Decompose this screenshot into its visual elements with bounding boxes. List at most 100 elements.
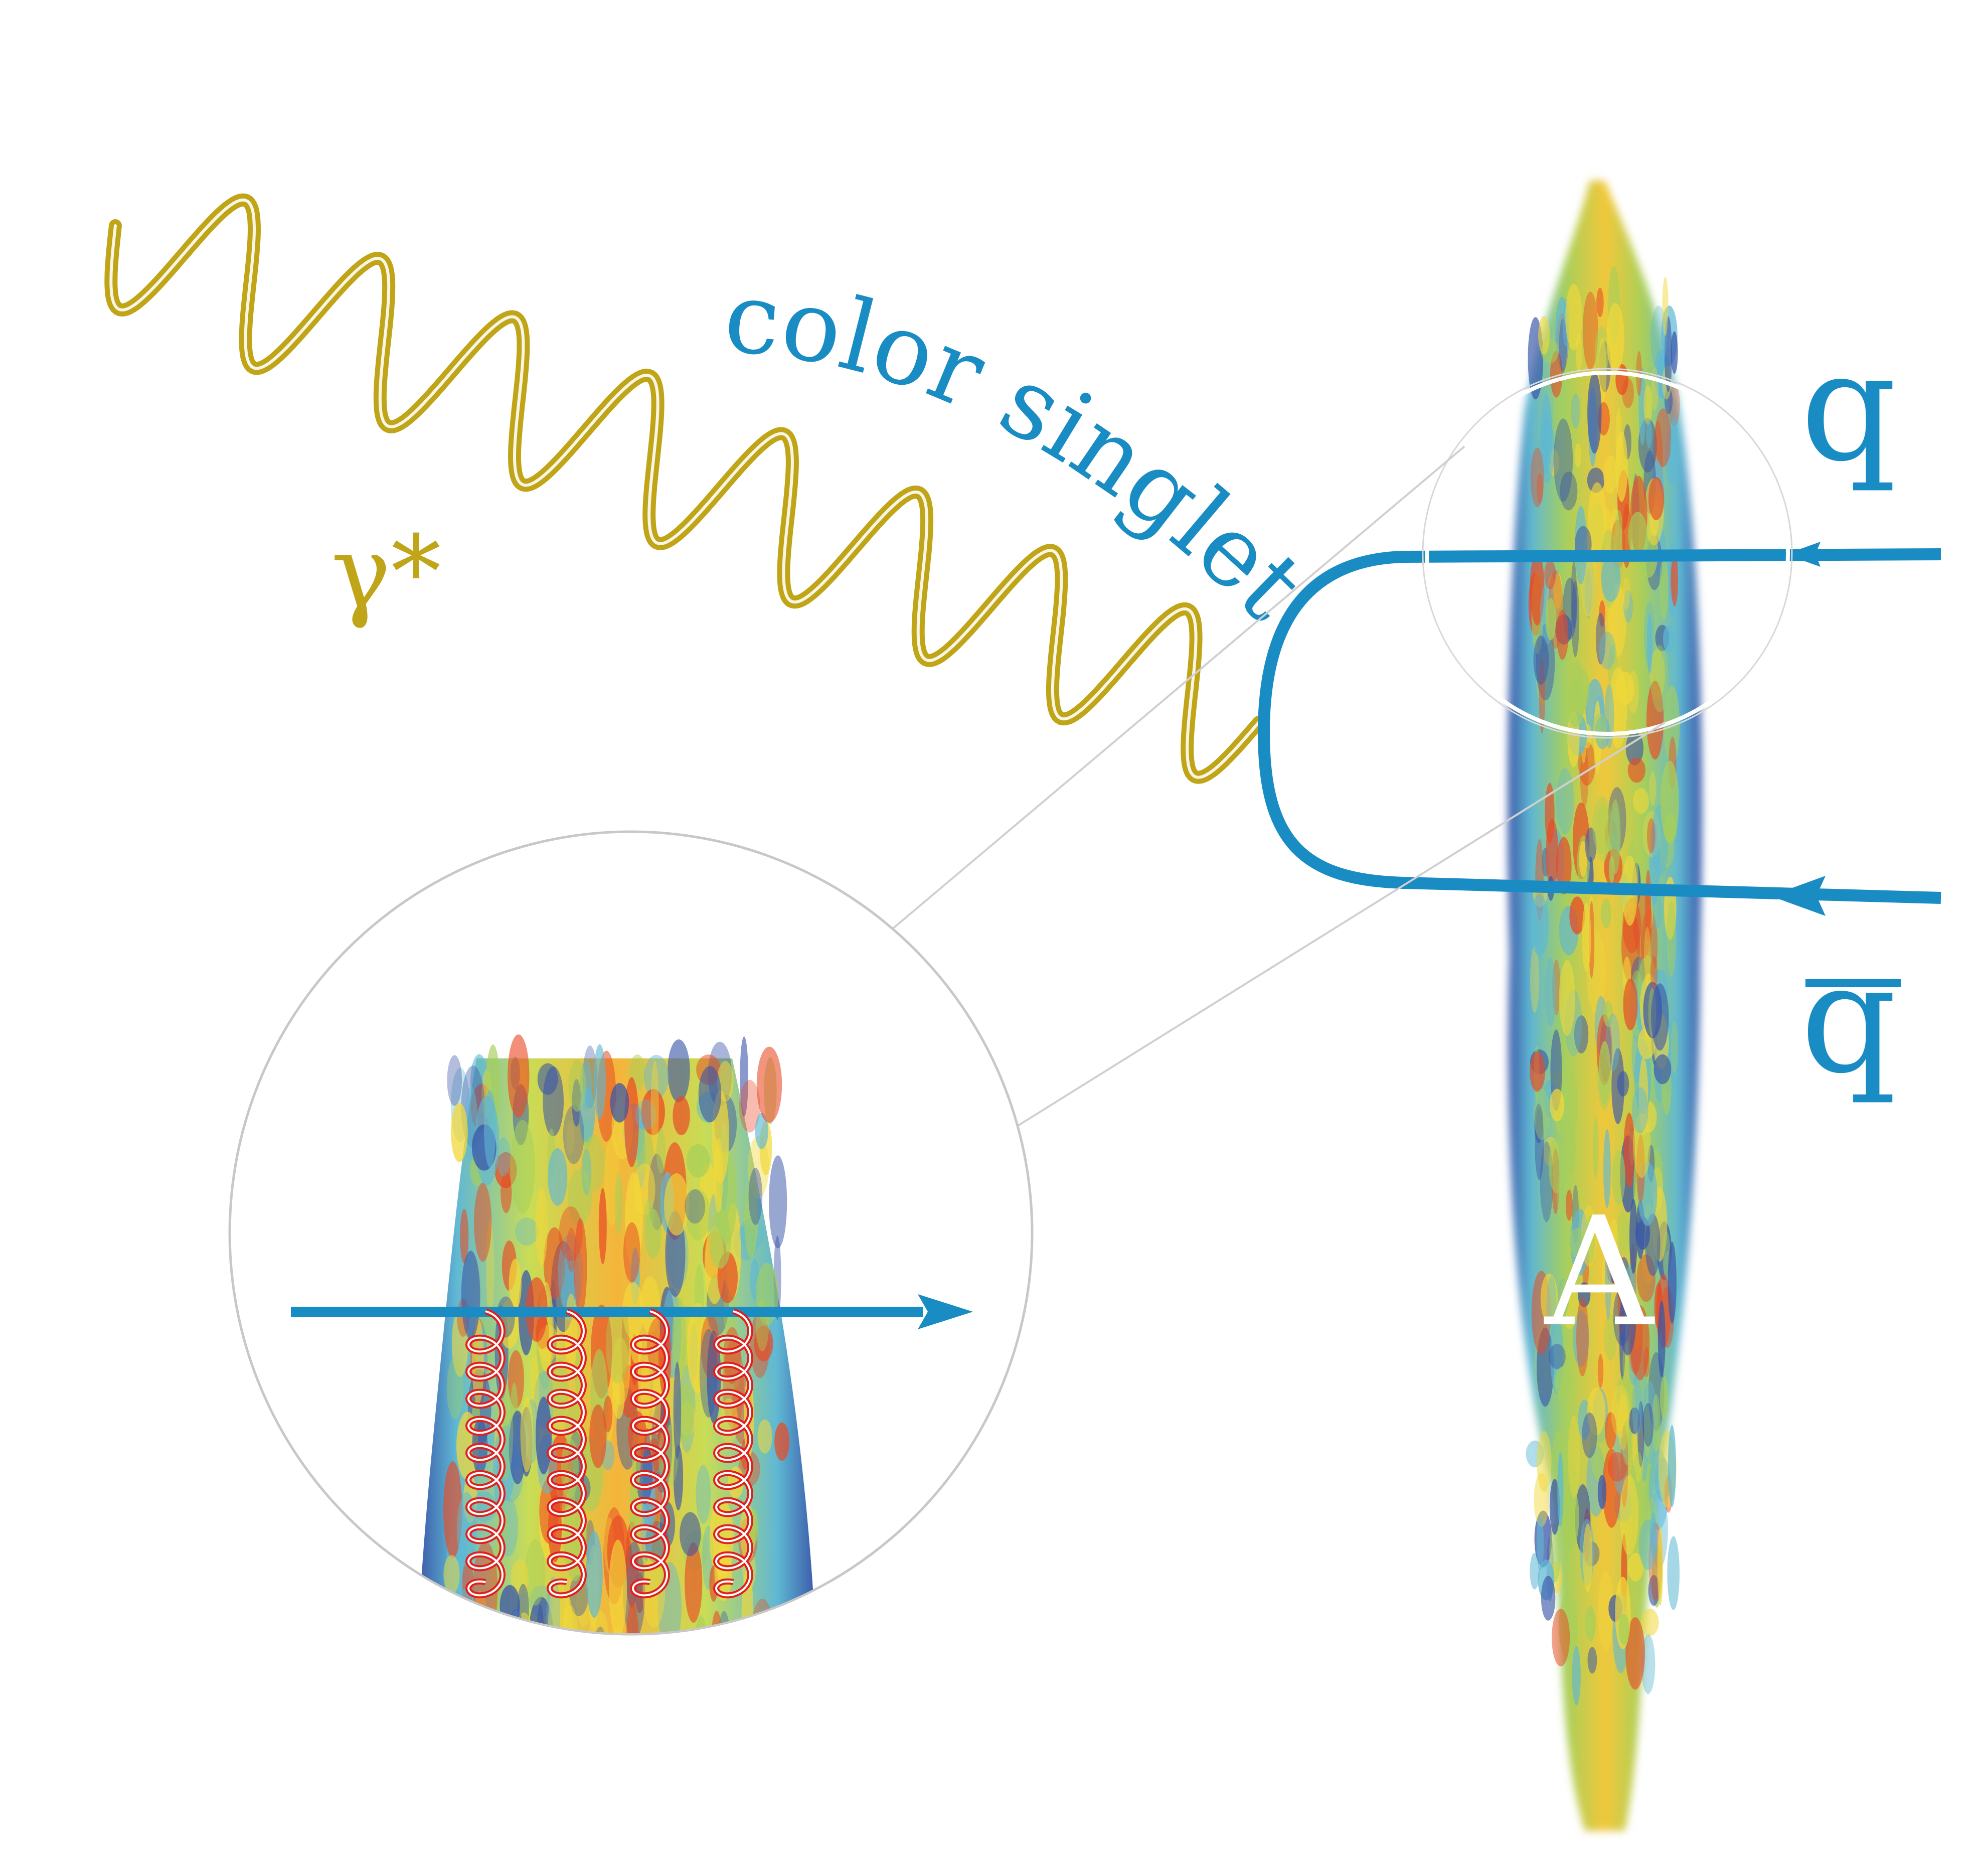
texture-streak bbox=[757, 1419, 772, 1454]
texture-streak bbox=[698, 1066, 722, 1123]
gluon-coil-highlight bbox=[467, 1310, 504, 1597]
gluon-coil-highlight bbox=[715, 1310, 752, 1597]
texture-streak bbox=[1642, 1403, 1654, 1447]
texture-streak bbox=[1638, 1057, 1648, 1135]
texture-streak bbox=[756, 1046, 782, 1123]
texture-streak bbox=[1556, 609, 1569, 660]
texture-streak bbox=[572, 1079, 581, 1127]
texture-streak bbox=[1622, 577, 1630, 609]
texture-streak bbox=[1582, 291, 1598, 370]
texture-streak bbox=[496, 1137, 511, 1177]
texture-streak bbox=[605, 1305, 630, 1384]
texture-streak bbox=[1664, 316, 1672, 392]
dipole-loop bbox=[1257, 548, 1941, 904]
texture-streak bbox=[623, 1222, 640, 1283]
texture-streak bbox=[1541, 394, 1553, 475]
texture-streak bbox=[1638, 1519, 1658, 1570]
texture-streak bbox=[1620, 1475, 1638, 1556]
texture-streak bbox=[1557, 1452, 1564, 1527]
texture-streak bbox=[484, 1090, 496, 1168]
texture-streak bbox=[1588, 482, 1606, 555]
texture-streak bbox=[1533, 636, 1549, 685]
texture-streak bbox=[1578, 1282, 1591, 1307]
texture-streak bbox=[1530, 447, 1544, 508]
texture-streak bbox=[1576, 1297, 1589, 1376]
texture-streak bbox=[501, 1172, 512, 1213]
texture-streak bbox=[711, 1611, 722, 1633]
texture-streak bbox=[1623, 590, 1633, 623]
nucleus-texture bbox=[1526, 266, 1680, 1706]
texture-streak bbox=[1559, 318, 1567, 373]
zoom-inset bbox=[228, 830, 1034, 1636]
texture-streak bbox=[603, 1396, 613, 1433]
texture-streak bbox=[1609, 1250, 1617, 1284]
texture-streak bbox=[1633, 1113, 1651, 1178]
gluon-group bbox=[465, 1308, 754, 1599]
texture-streak bbox=[1651, 367, 1659, 410]
texture-streak bbox=[1645, 1213, 1661, 1276]
texture-streak bbox=[1648, 1575, 1660, 1606]
texture-streak bbox=[1605, 1412, 1617, 1449]
texture-streak bbox=[1530, 552, 1545, 626]
texture-streak bbox=[566, 1122, 575, 1155]
texture-streak bbox=[1538, 316, 1550, 355]
texture-streak bbox=[1606, 302, 1624, 373]
texture-streak bbox=[1534, 1088, 1550, 1140]
texture-streak bbox=[754, 1325, 773, 1362]
texture-streak bbox=[1549, 1479, 1560, 1535]
texture-streak bbox=[1644, 927, 1651, 986]
texture-streak bbox=[537, 1604, 544, 1633]
texture-streak bbox=[1651, 1394, 1661, 1452]
texture-streak bbox=[511, 1559, 529, 1597]
texture-streak bbox=[1627, 1553, 1644, 1582]
texture-streak bbox=[1540, 1274, 1558, 1323]
texture-streak bbox=[1570, 1209, 1589, 1276]
texture-streak bbox=[1595, 612, 1606, 665]
texture-streak bbox=[1573, 1310, 1589, 1367]
texture-streak bbox=[1569, 1228, 1586, 1257]
texture-streak bbox=[1603, 1001, 1613, 1027]
texture-streak bbox=[1657, 1527, 1664, 1606]
texture-streak bbox=[1660, 1376, 1669, 1420]
texture-streak bbox=[1623, 978, 1638, 1031]
texture-streak bbox=[1628, 512, 1647, 559]
texture-streak bbox=[1557, 1175, 1563, 1217]
texture-streak bbox=[1649, 771, 1656, 806]
texture-streak bbox=[1667, 901, 1677, 977]
zoom-connector-top bbox=[791, 445, 1465, 1014]
texture-streak bbox=[1587, 1647, 1597, 1674]
texture-streak bbox=[565, 1293, 578, 1372]
texture-streak bbox=[443, 1555, 460, 1595]
texture-streak bbox=[548, 1148, 568, 1206]
texture-streak bbox=[1544, 560, 1556, 589]
texture-streak bbox=[740, 1036, 748, 1117]
texture-streak bbox=[1671, 331, 1678, 374]
texture-streak bbox=[1659, 558, 1669, 620]
texture-streak bbox=[1648, 477, 1665, 521]
texture-streak bbox=[1548, 1344, 1566, 1369]
texture-streak bbox=[543, 1227, 566, 1299]
texture-streak bbox=[612, 1374, 625, 1419]
texture-streak bbox=[1565, 1120, 1576, 1175]
texture-streak bbox=[644, 1054, 669, 1099]
texture-streak bbox=[565, 1631, 588, 1633]
texture-streak bbox=[1550, 1089, 1565, 1122]
texture-streak bbox=[1597, 1475, 1607, 1509]
texture-streak bbox=[1553, 418, 1573, 502]
texture-streak bbox=[537, 1063, 558, 1095]
texture-streak bbox=[446, 1357, 464, 1420]
texture-streak bbox=[1552, 1609, 1570, 1667]
texture-streak bbox=[504, 1623, 520, 1633]
texture-streak bbox=[520, 1396, 534, 1472]
texture-streak bbox=[1638, 368, 1646, 446]
texture-streak bbox=[640, 1276, 660, 1334]
texture-streak bbox=[685, 1542, 703, 1623]
texture-streak bbox=[1541, 1576, 1556, 1621]
texture-streak bbox=[531, 1352, 539, 1422]
texture-streak bbox=[1537, 1431, 1552, 1492]
texture-streak bbox=[1575, 333, 1582, 373]
texture-streak bbox=[1650, 645, 1669, 713]
texture-streak bbox=[1646, 419, 1652, 448]
texture-streak bbox=[1658, 1300, 1666, 1377]
texture-streak bbox=[524, 1629, 544, 1633]
